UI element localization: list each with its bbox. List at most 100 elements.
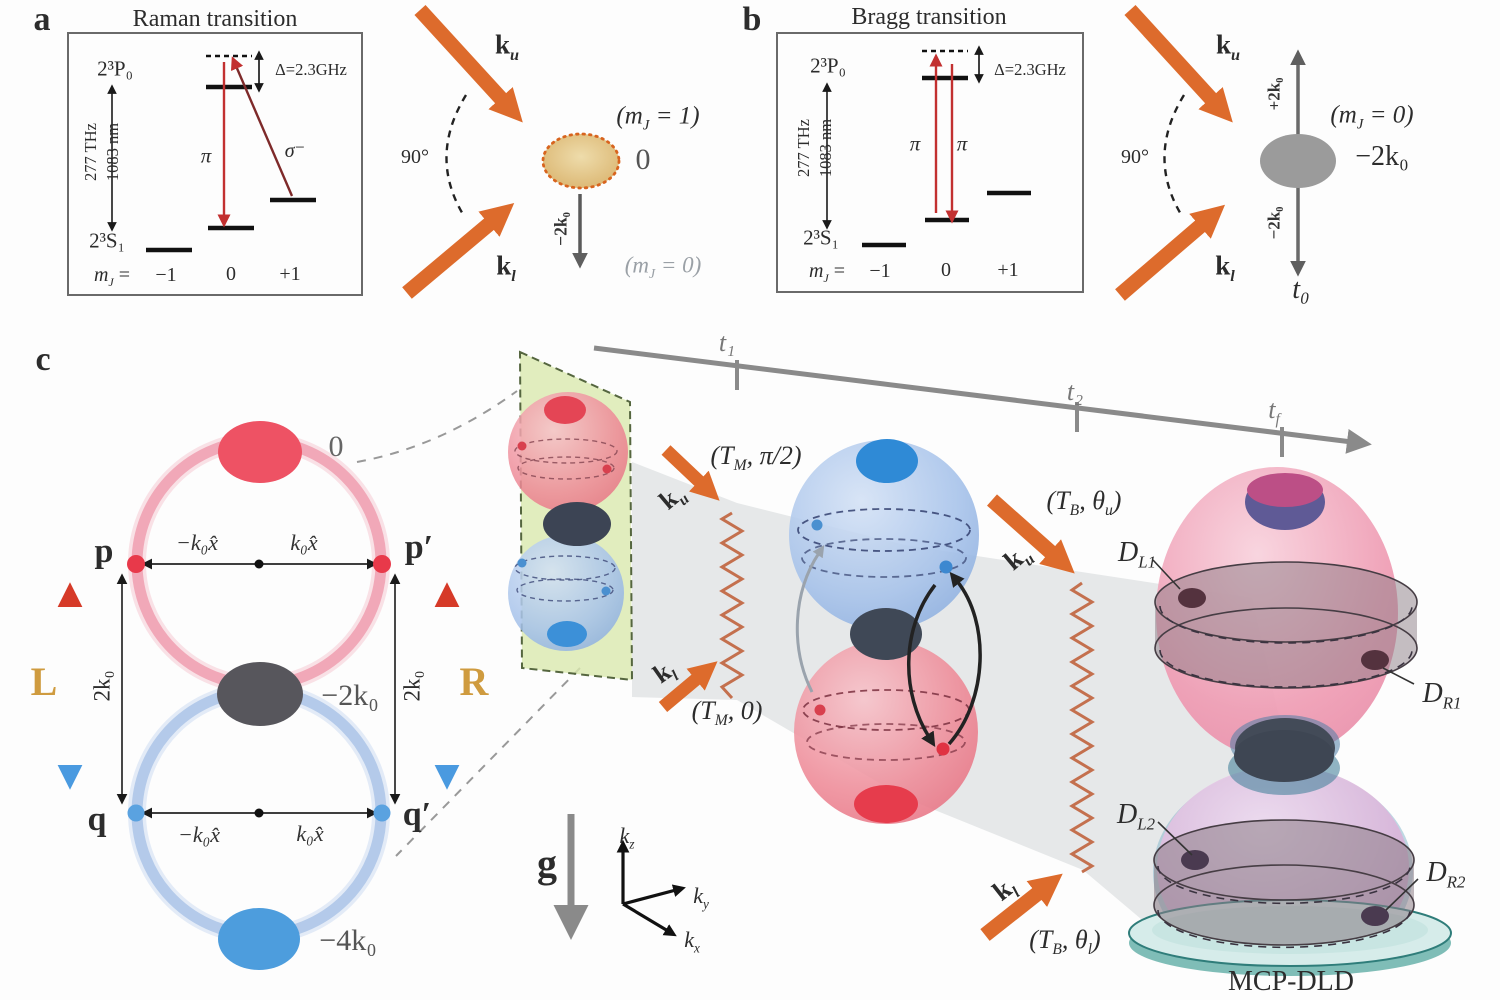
band-2-bottom-rim: [1153, 864, 1415, 946]
wavelength-label: 1083 nm: [815, 118, 835, 178]
ku-pulse-arrow-1: [661, 445, 720, 501]
time-axis: [593, 345, 1372, 454]
detuning-label: Δ=2.3GHz: [275, 59, 347, 79]
light-grating-zigzag-1: [719, 511, 745, 700]
blue-scatter-dot: [939, 560, 953, 574]
red-latitude-dashed: [806, 723, 966, 761]
kx-axis-arrow: [622, 902, 677, 937]
lower-junction-dark: [1234, 730, 1334, 782]
projection-dashed-lines: [356, 390, 581, 857]
zero-momentum-ellipse: [218, 421, 302, 483]
angle-label: 90°: [401, 146, 429, 168]
panel-b-title: Bragg transition: [851, 4, 1007, 30]
blue-momentum-sphere-1: [508, 535, 624, 651]
DL2-pointer-line: [1157, 821, 1193, 856]
final-sphere-upper: [1152, 467, 1418, 778]
kz-axis-label: kz: [619, 823, 635, 852]
q-prime-label: q′: [402, 796, 432, 833]
final-sphere-lower: [1128, 730, 1452, 976]
q-momentum-dot: [127, 804, 145, 822]
p-label: p: [94, 533, 114, 570]
m-plus1-label: +1: [997, 259, 1019, 281]
band-2-dashed-ring-bottom: [1157, 909, 1411, 949]
bragg-lower-pulse-label: (TB, θl): [1029, 925, 1101, 959]
wavelength-label: 1083 nm: [102, 122, 122, 182]
light-grating-zigzag-2: [1069, 581, 1095, 874]
q-label: q: [87, 801, 107, 838]
panel-a-tag: a: [33, 1, 51, 38]
detection-band-2: [1154, 820, 1414, 945]
red-latitude-dashed: [517, 456, 615, 480]
band-2-dashed-ring-top: [1157, 865, 1411, 905]
blue-momentum-sphere-2: [789, 440, 979, 630]
t1-label: t₁: [718, 328, 736, 357]
port-R-label: R: [459, 659, 489, 704]
kx-axis-label: kx: [684, 927, 700, 956]
DL1-pointer-line: [1152, 559, 1181, 590]
port-L-label: L: [30, 659, 58, 704]
dark-junction-spot: [543, 502, 611, 546]
two-k0-left-label: 2k₀: [89, 670, 115, 702]
blue-polar-cap: [856, 439, 918, 483]
q-row-center-dot: [254, 808, 264, 818]
DL2-label: DL2: [1117, 799, 1155, 834]
ground-state-label: (mJ = 0): [624, 252, 702, 282]
detection-spot-DR1: [1361, 650, 1389, 670]
raman-box: [67, 32, 363, 296]
m-zero-label: 0: [226, 263, 236, 285]
red-scatter-dot: [814, 704, 826, 716]
band-2-top-rim: [1153, 819, 1415, 901]
ky-axis-label: ky: [693, 883, 709, 912]
raman-beam-geometry: [402, 4, 621, 299]
momentum-circles-diagram: [57, 421, 460, 970]
lower-level-label: 2³S₁: [89, 228, 125, 253]
momentum-spheres-after-mirror: [789, 439, 982, 824]
mcp-dld-label: MCP-DLD: [1227, 966, 1355, 997]
tf-label: tf: [1268, 395, 1280, 429]
upper-polar-cap-magenta: [1247, 473, 1323, 507]
mirror-pulse: [658, 445, 745, 712]
ku-beam-label: ku: [1215, 29, 1241, 64]
ky-axis-arrow: [622, 884, 686, 906]
bragg-pulse: [980, 494, 1095, 941]
detuning-label: Δ=2.3GHz: [994, 59, 1066, 79]
band-1-dashed-ring-bottom: [1159, 649, 1413, 688]
ku-beam-arrow: [1124, 4, 1233, 123]
gravity-label: g: [537, 841, 557, 886]
frequency-label: 277 THz: [80, 123, 100, 181]
pi-left-label: π: [909, 131, 921, 156]
faint-exchange-arrow: [795, 545, 825, 693]
red-polar-cap: [854, 785, 918, 823]
kl-beam-arrow: [402, 203, 515, 299]
recoil-up-label: +2k₀: [1264, 77, 1284, 111]
detection-spot-DR2: [1361, 906, 1389, 926]
band-1-dashed-ring-top: [1159, 605, 1413, 644]
bragg-box: [776, 32, 1084, 293]
neg-k0x-label-q: −k₀x̂: [177, 822, 221, 847]
upper-level-label: 2³P₀: [97, 56, 133, 81]
pos-k0x-label-p: k₀x̂: [290, 530, 318, 555]
timeline: [593, 345, 1372, 457]
angle-label: 90°: [1121, 146, 1149, 168]
excited-state-label: (mJ = 1): [616, 102, 700, 134]
blue-scatter-dot: [811, 519, 823, 531]
mirror-lower-pulse-label: (TM, 0): [691, 696, 763, 730]
beam-angle-arc: [445, 94, 468, 217]
blue-scatter-dot: [517, 558, 527, 568]
blue-latitude-dashed: [516, 578, 614, 602]
state-label: (mJ = 0): [1330, 101, 1414, 133]
DL1-label: DL1: [1118, 537, 1156, 572]
p-prime-momentum-dot: [373, 555, 391, 573]
blue-scatter-dot: [601, 586, 611, 596]
p-prime-label: p′: [404, 529, 434, 566]
m-zero-label: 0: [941, 259, 951, 281]
blue-polar-cap: [547, 621, 587, 647]
mj-row-label: mJ =: [93, 264, 131, 289]
kl-beam-label: kl: [496, 250, 516, 285]
mirror-upper-pulse-label: (TM, π/2): [710, 441, 802, 475]
net-recoil-label: −2k₀: [1355, 141, 1409, 172]
DR1-pointer-line: [1382, 667, 1415, 685]
q-prime-momentum-dot: [373, 804, 391, 822]
